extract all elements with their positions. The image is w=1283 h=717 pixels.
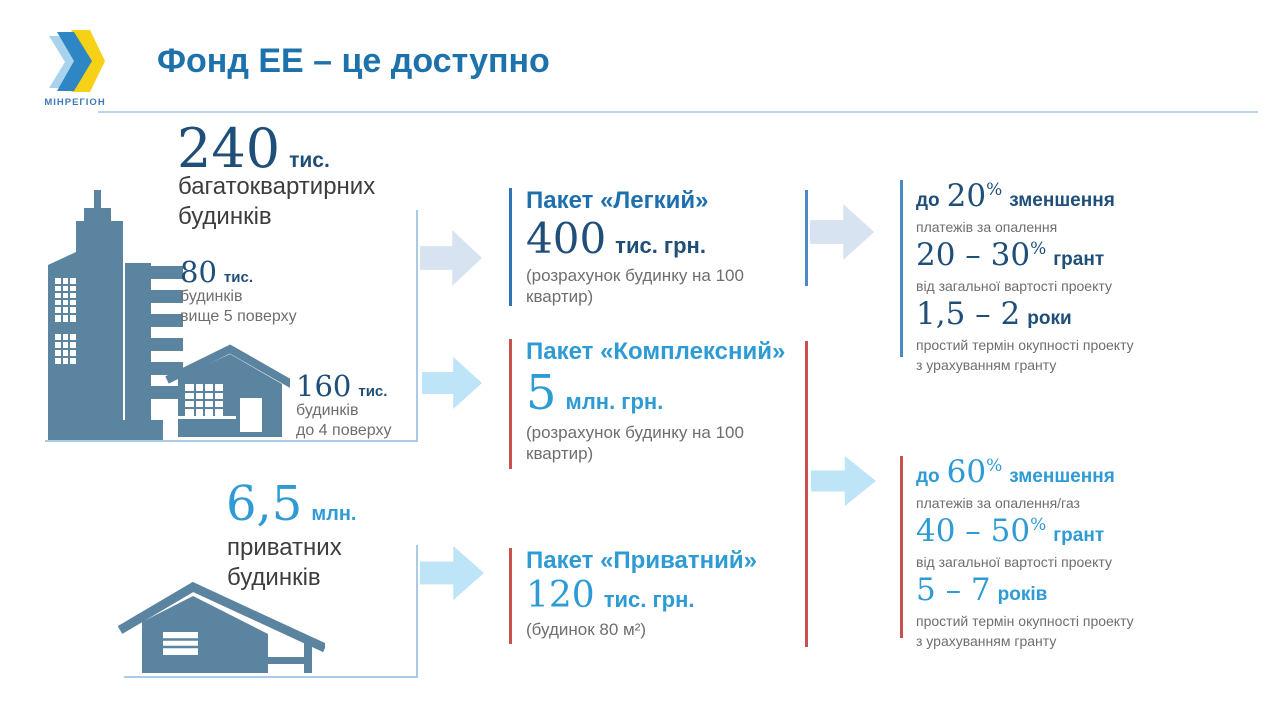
stat-low-buildings: 160 тис. будинків до 4 поверху (296, 372, 392, 441)
benefit-caption: з урахуванням гранту (916, 357, 1057, 373)
flow-arrow-icon (422, 357, 482, 409)
stat-apartment-desc: багатоквартирних будинків (178, 172, 375, 232)
flow-arrow-icon (420, 546, 484, 600)
connector-line-red (805, 341, 808, 647)
package-title: Пакет «Приватний» (526, 547, 757, 574)
desc-line: багатоквартирних (178, 173, 376, 200)
package-note: (розрахунок будинку на 100 квартир) (526, 422, 785, 464)
price-value: 5 (526, 365, 557, 422)
stat-caption: вище 5 поверху (180, 308, 297, 325)
private-house-icon (117, 581, 325, 673)
benefit-caption: платежів за опалення (916, 219, 1058, 235)
stat-caption: будинків (296, 402, 359, 419)
flow-arrow-icon (810, 204, 874, 260)
price-unit: тис. грн. (615, 233, 706, 259)
stat-tall-buildings: 80 тис. будинків вище 5 поверху (180, 258, 297, 327)
flow-arrow-icon (811, 456, 876, 506)
apartment-group-outline (45, 210, 418, 442)
stat-private-desc: приватних будинків (227, 533, 342, 593)
desc-line: приватних (227, 534, 342, 561)
package-price: 120 тис. грн. (526, 578, 757, 614)
page-title: Фонд ЕЕ – це доступно (157, 42, 550, 80)
stat-value: 80 (180, 255, 217, 289)
package-note: (будинок 80 м²) (526, 619, 757, 640)
stat-value: 240 (177, 117, 281, 180)
package-note: (розрахунок будинку на 100 квартир) (526, 265, 744, 307)
benefit-caption: від загальної вартості проекту (916, 554, 1112, 570)
connector-line-blue (805, 190, 808, 286)
apartment-buildings-icon (48, 190, 290, 440)
stat-caption: будинків (180, 288, 243, 305)
benefit-caption: з урахуванням гранту (916, 633, 1057, 649)
note-line: (будинок 80 м²) (526, 620, 647, 640)
note-line: (розрахунок будинку на 100 (526, 423, 744, 443)
benefit-caption: платежів за опалення/газ (916, 495, 1080, 511)
stat-value: 6,5 (226, 476, 303, 532)
note-line: квартир) (526, 287, 594, 307)
benefit-caption: простий термін окупності проекту (916, 337, 1134, 353)
note-line: (розрахунок будинку на 100 (526, 266, 744, 286)
price-unit: млн. грн. (565, 389, 664, 415)
ministry-logo-icon (49, 30, 105, 92)
stat-unit: тис. (223, 269, 253, 286)
price-unit: тис. грн. (603, 587, 695, 613)
desc-line: будинків (227, 564, 321, 591)
package-card-pryvatnyi: Пакет «Приватний» 120 тис. грн. (будинок … (509, 548, 757, 644)
benefit-stat: 40 – 50%грант (916, 513, 1105, 549)
desc-line: будинків (178, 203, 272, 230)
package-title: Пакет «Комплексний» (526, 338, 786, 365)
private-group-outline (124, 545, 418, 678)
benefit-stat: 20 – 30%грант (916, 237, 1105, 273)
header-divider (98, 111, 1258, 113)
stat-value: 160 (296, 369, 352, 403)
note-line: квартир) (526, 444, 594, 464)
benefit-caption: простий термін окупності проекту (916, 613, 1134, 629)
ministry-logo-caption: МІНРЕГІОН (44, 97, 106, 108)
stat-unit: млн. (311, 503, 357, 525)
price-value: 400 (526, 214, 607, 264)
flow-arrow-icon (420, 230, 482, 286)
package-title: Пакет «Легкий» (526, 187, 709, 214)
benefit-caption: від загальної вартості проекту (916, 278, 1112, 294)
price-value: 120 (526, 575, 595, 617)
stat-unit: тис. (289, 149, 330, 172)
stat-unit: тис. (358, 383, 388, 400)
stat-caption: до 4 поверху (296, 422, 392, 439)
